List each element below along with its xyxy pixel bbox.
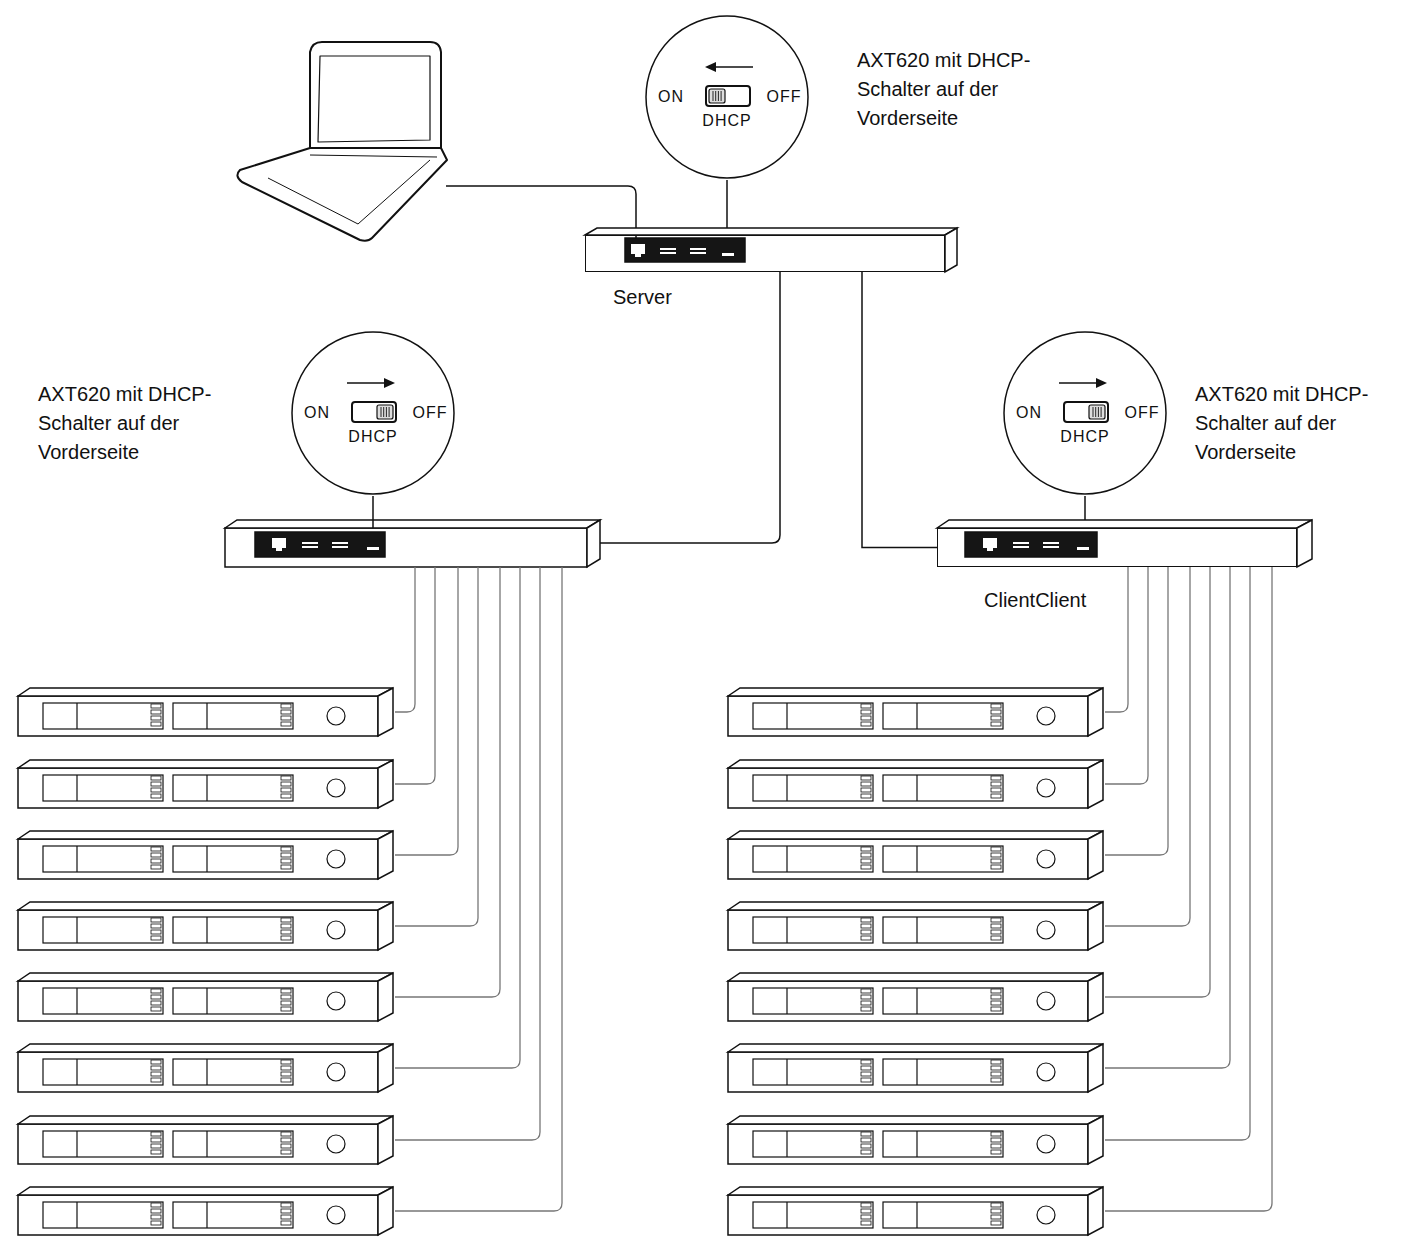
- receiver-cable: [395, 567, 458, 855]
- device-role: ClientClient: [984, 589, 1086, 612]
- device-caption: AXT620 mit DHCP-Schalter auf der Vorders…: [857, 46, 1057, 133]
- wireless-receiver: [728, 688, 1103, 736]
- axt620-switch: [225, 520, 600, 567]
- receiver-cable: [395, 567, 478, 926]
- laptop-illustration: [237, 42, 447, 241]
- wireless-receiver: [18, 1116, 393, 1164]
- receiver-cable: [1105, 567, 1190, 926]
- receiver-cable: [1105, 567, 1230, 1068]
- switch-position: ON: [1016, 404, 1042, 422]
- receiver-rack: [18, 567, 1272, 1235]
- receiver-cable: [395, 567, 520, 1068]
- switch-position: ON: [658, 88, 684, 106]
- network-cable: [600, 272, 780, 543]
- receiver-cable: [1105, 567, 1168, 855]
- wireless-receiver: [728, 1044, 1103, 1092]
- wireless-receiver: [728, 1116, 1103, 1164]
- device-role: Server: [613, 286, 672, 309]
- switch-position: OFF: [1125, 404, 1160, 422]
- wireless-receiver: [728, 902, 1103, 950]
- switch-name: DHCP: [702, 112, 751, 130]
- dhcp-switch-callout: ON DHCP OFF: [1003, 331, 1167, 495]
- axt620-front: ClientClient: [937, 528, 1297, 567]
- wireless-receiver: [728, 831, 1103, 879]
- receiver-cable: [395, 567, 435, 784]
- receiver-cable: [1105, 567, 1128, 712]
- receiver-cable: [395, 567, 540, 1140]
- axt620-switch: [585, 228, 957, 272]
- switch-name: DHCP: [1060, 428, 1109, 446]
- wireless-receiver: [728, 1187, 1103, 1235]
- receiver-cable: [395, 567, 500, 997]
- callout-leader: [373, 180, 1085, 528]
- switch-position: ON: [304, 404, 330, 422]
- network-cable: [862, 272, 937, 548]
- wireless-receiver: [18, 688, 393, 736]
- receiver-cable: [1105, 567, 1250, 1140]
- device-caption: AXT620 mit DHCP-Schalter auf der Vorders…: [1195, 380, 1395, 467]
- dhcp-switch-callout: ON DHCP OFF: [645, 15, 809, 179]
- wireless-receiver: [18, 831, 393, 879]
- wireless-receiver: [18, 902, 393, 950]
- wireless-receiver: [728, 760, 1103, 808]
- wireless-receiver: [18, 973, 393, 1021]
- port-details: [272, 244, 1089, 551]
- receiver-cable: [1105, 567, 1210, 997]
- wireless-receiver: [728, 973, 1103, 1021]
- switch-name: DHCP: [348, 428, 397, 446]
- receiver-cable: [395, 567, 415, 712]
- receiver-cable: [1105, 567, 1272, 1211]
- wireless-receiver: [18, 1187, 393, 1235]
- dhcp-switch-callout: ON DHCP OFF: [291, 331, 455, 495]
- axt620-switch: [937, 520, 1312, 567]
- wireless-receiver: [18, 1044, 393, 1092]
- switch-position: OFF: [767, 88, 802, 106]
- device-caption: AXT620 mit DHCP-Schalter auf der Vorders…: [38, 380, 238, 467]
- axt620-front: Server: [585, 235, 945, 272]
- receiver-cable: [1105, 567, 1148, 784]
- receiver-cable: [395, 567, 562, 1211]
- wireless-receiver: [18, 760, 393, 808]
- switch-position: OFF: [413, 404, 448, 422]
